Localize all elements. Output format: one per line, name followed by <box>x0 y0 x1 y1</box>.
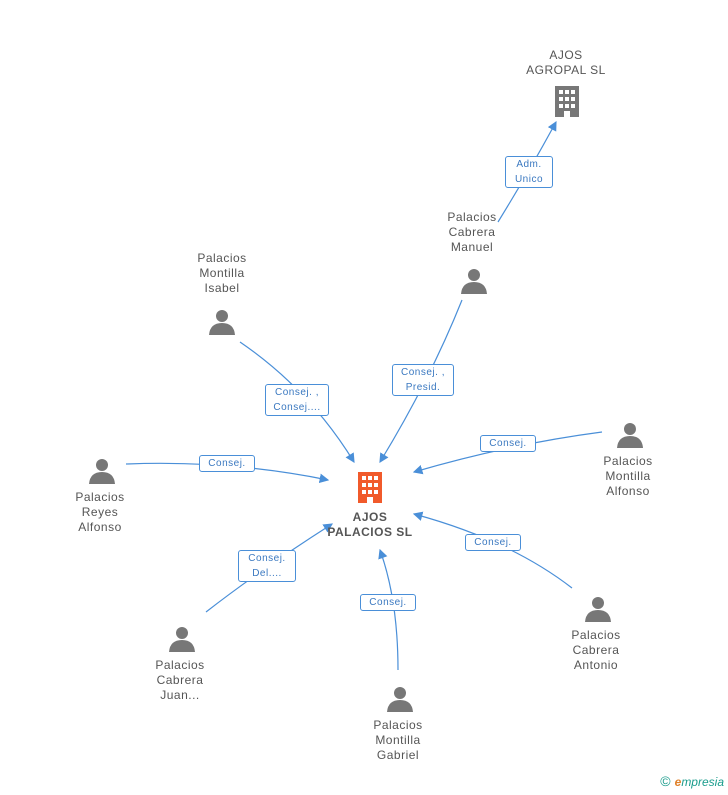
relation-consej-del[interactable]: Consej. Del.... <box>238 550 296 582</box>
footer-brand: ©empresia <box>660 773 724 789</box>
relation-adm-unico[interactable]: Adm. Unico <box>505 156 553 188</box>
person-juan-label: Palacios Cabrera Juan... <box>155 658 205 702</box>
node-person-reyes[interactable]: Palacios Reyes Alfonso <box>60 456 140 535</box>
building-icon <box>555 86 579 117</box>
relation-consej-antonio[interactable]: Consej. <box>465 534 521 551</box>
person-icon <box>461 269 487 294</box>
node-person-gabriel[interactable]: Palacios Montilla Gabriel <box>358 684 438 763</box>
person-gabriel-label: Palacios Montilla Gabriel <box>373 718 423 762</box>
node-person-antonio[interactable]: Palacios Cabrera Antonio <box>556 594 636 673</box>
person-icon <box>209 310 235 335</box>
person-icon <box>387 687 413 712</box>
node-person-isabel[interactable]: Palacios Montilla Isabel <box>182 251 262 335</box>
person-icon <box>617 423 643 448</box>
relation-consej-gabriel[interactable]: Consej. <box>360 594 416 611</box>
node-company-center[interactable]: AJOS PALACIOS SL <box>310 470 430 540</box>
brand-name: mpresia <box>681 775 724 789</box>
company-agropal-label: AJOS AGROPAL SL <box>526 48 606 77</box>
person-reyes-label: Palacios Reyes Alfonso <box>75 490 125 534</box>
brand-e: e <box>674 775 682 789</box>
relation-consej-isabel[interactable]: Consej. , Consej.... <box>265 384 329 416</box>
person-manuel-label: Palacios Cabrera Manuel <box>447 210 497 254</box>
person-isabel-label: Palacios Montilla Isabel <box>197 251 247 295</box>
relation-consej-montilla-alfonso[interactable]: Consej. <box>480 435 536 452</box>
person-icon <box>169 627 195 652</box>
copyright-icon: © <box>660 773 671 789</box>
person-antonio-label: Palacios Cabrera Antonio <box>571 628 621 672</box>
person-icon <box>585 597 611 622</box>
relation-consej-presid[interactable]: Consej. , Presid. <box>392 364 454 396</box>
relation-consej-reyes[interactable]: Consej. <box>199 455 255 472</box>
person-icon <box>89 459 115 484</box>
company-center-label: AJOS PALACIOS SL <box>327 510 413 539</box>
person-montilla-alfonso-label: Palacios Montilla Alfonso <box>603 454 653 498</box>
node-company-agropal[interactable]: AJOS AGROPAL SL <box>516 48 616 117</box>
node-person-montilla-alfonso[interactable]: Palacios Montilla Alfonso <box>588 420 668 499</box>
edge-antonio-center <box>412 511 573 589</box>
building-icon <box>358 472 382 503</box>
node-person-juan[interactable]: Palacios Cabrera Juan... <box>140 624 220 703</box>
node-person-manuel[interactable]: Palacios Cabrera Manuel <box>432 210 512 294</box>
